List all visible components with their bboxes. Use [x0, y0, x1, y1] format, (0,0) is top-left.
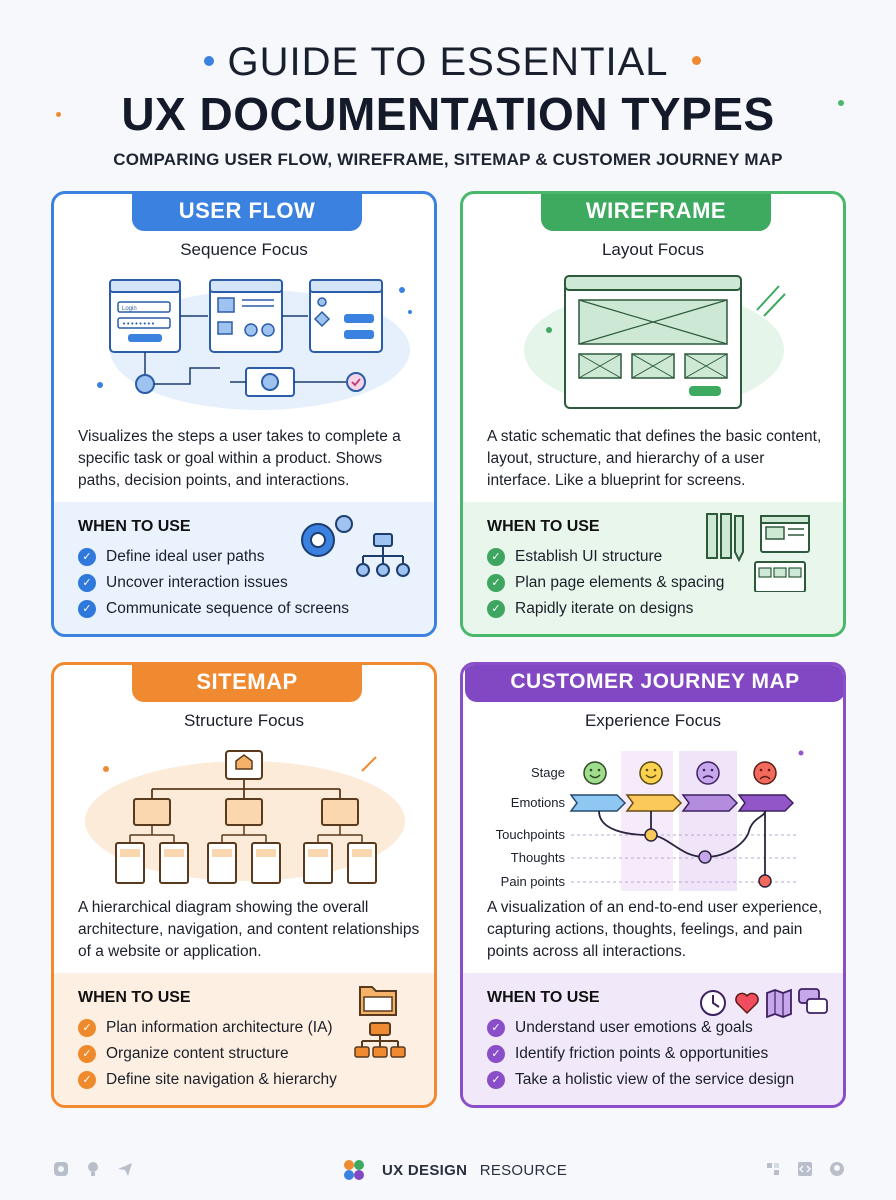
- when-to-use-section: WHEN TO USE ✓Understand user emotions & …: [463, 973, 843, 1105]
- card-sitemap: SITEMAP Structure Focus A hierarchical d…: [51, 662, 437, 1108]
- list-item: ✓Identify friction points & opportunitie…: [487, 1041, 794, 1067]
- when-to-use-section: WHEN TO USE ✓Establish UI structure ✓Pla…: [463, 502, 843, 634]
- dribbble-icon[interactable]: [764, 1160, 782, 1178]
- when-to-use-list: ✓Establish UI structure ✓Plan page eleme…: [487, 544, 724, 622]
- decor-dot: [204, 56, 214, 66]
- row-label-pain-points: Pain points: [501, 874, 566, 889]
- svg-text:••••••••: ••••••••: [122, 320, 155, 328]
- row-label-thoughts: Thoughts: [511, 850, 566, 865]
- list-item: ✓Communicate sequence of screens: [78, 596, 349, 622]
- gear-hierarchy-icon: [301, 515, 410, 577]
- check-icon: ✓: [487, 1019, 505, 1037]
- check-icon: ✓: [78, 574, 96, 592]
- clock-heart-map-chat-icons: [700, 988, 828, 1019]
- journey-map-illustration: Stage Emotions Touchpoints Thoughts Pain…: [496, 750, 804, 891]
- list-item: ✓Organize content structure: [78, 1041, 337, 1067]
- page-header: GUIDE TO ESSENTIAL UX DOCUMENTATION TYPE…: [0, 38, 896, 170]
- card-focus: Experience Focus: [584, 711, 722, 730]
- when-to-use-title: WHEN TO USE: [487, 989, 600, 1006]
- title-line-2: UX DOCUMENTATION TYPES: [121, 88, 775, 140]
- login-label: Login: [122, 306, 137, 312]
- check-icon: ✓: [487, 1071, 505, 1089]
- check-icon: ✓: [487, 600, 505, 618]
- check-icon: ✓: [78, 600, 96, 618]
- list-item: ✓Plan information architecture (IA): [78, 1015, 337, 1041]
- card-focus: Sequence Focus: [180, 240, 308, 259]
- list-item: ✓Take a holistic view of the service des…: [487, 1067, 794, 1093]
- subtitle: COMPARING USER FLOW, WIREFRAME, SITEMAP …: [113, 150, 783, 169]
- brand-logo-icon: [344, 1160, 364, 1180]
- card-focus: Layout Focus: [601, 240, 705, 259]
- user-flow-illustration: Login ••••••••: [97, 279, 412, 410]
- row-label-stage: Stage: [531, 765, 565, 780]
- title-line-1: GUIDE TO ESSENTIAL: [227, 40, 669, 84]
- check-icon: ✓: [487, 548, 505, 566]
- card-description: A visualization of an end-to-end user ex…: [487, 899, 823, 960]
- card-title: CUSTOMER JOURNEY MAP: [465, 665, 843, 702]
- row-label-emotions: Emotions: [511, 795, 566, 810]
- card-description: A static schematic that defines the basi…: [487, 428, 822, 489]
- when-to-use-list: ✓Plan information architecture (IA) ✓Org…: [78, 1015, 337, 1093]
- card-user-flow: USER FLOW Sequence Focus Login ••••••••: [51, 191, 437, 637]
- list-item: ✓Define ideal user paths: [78, 544, 349, 570]
- when-to-use-title: WHEN TO USE: [78, 989, 191, 1006]
- when-to-use-title: WHEN TO USE: [487, 518, 600, 535]
- footer: UX DESIGN RESOURCE: [0, 1152, 896, 1188]
- card-wireframe: WIREFRAME Layout Focus A static schemati…: [460, 191, 846, 637]
- when-to-use-section: WHEN TO USE ✓Plan information architectu…: [54, 973, 434, 1105]
- list-item: ✓Establish UI structure: [487, 544, 724, 570]
- lightbulb-icon[interactable]: [84, 1160, 102, 1178]
- check-icon: ✓: [78, 1045, 96, 1063]
- instagram-icon[interactable]: [52, 1160, 70, 1178]
- ruler-pencil-layout-icon: [706, 513, 810, 592]
- card-description: Visualizes the steps a user takes to com…: [78, 428, 401, 489]
- card-title: SITEMAP: [132, 665, 362, 702]
- row-label-touchpoints: Touchpoints: [496, 827, 566, 842]
- card-title: USER FLOW: [132, 194, 362, 231]
- decor-dot: [692, 56, 701, 65]
- when-to-use-title: WHEN TO USE: [78, 518, 191, 535]
- when-to-use-list: ✓Define ideal user paths ✓Uncover intera…: [78, 544, 349, 622]
- folder-hierarchy-icon: [354, 986, 406, 1058]
- card-customer-journey-map: CUSTOMER JOURNEY MAP Experience Focus St…: [460, 662, 846, 1108]
- list-item: ✓Understand user emotions & goals: [487, 1015, 794, 1041]
- decor-dot: [838, 100, 844, 106]
- card-focus: Structure Focus: [184, 711, 304, 730]
- check-icon: ✓: [487, 574, 505, 592]
- list-item: ✓Define site navigation & hierarchy: [78, 1067, 337, 1093]
- when-to-use-section: WHEN TO USE ✓Define ideal user paths ✓Un…: [54, 502, 434, 634]
- brand-name: UX DESIGN RESOURCE: [382, 1161, 568, 1179]
- list-item: ✓Rapidly iterate on designs: [487, 596, 724, 622]
- check-icon: ✓: [78, 548, 96, 566]
- check-icon: ✓: [78, 1019, 96, 1037]
- decor-dot: [56, 112, 61, 117]
- list-item: ✓Plan page elements & spacing: [487, 570, 724, 596]
- when-to-use-list: ✓Understand user emotions & goals ✓Ident…: [487, 1015, 794, 1093]
- check-icon: ✓: [78, 1071, 96, 1089]
- sitemap-illustration: [85, 750, 405, 884]
- code-icon[interactable]: [796, 1160, 814, 1178]
- list-item: ✓Uncover interaction issues: [78, 570, 349, 596]
- card-description: A hierarchical diagram showing the overa…: [78, 899, 420, 960]
- footer-brand: UX DESIGN RESOURCE: [342, 1158, 567, 1182]
- check-icon: ✓: [487, 1045, 505, 1063]
- github-icon[interactable]: [828, 1160, 846, 1178]
- wireframe-illustration: [524, 275, 786, 410]
- send-icon[interactable]: [116, 1160, 134, 1178]
- card-title: WIREFRAME: [541, 194, 771, 231]
